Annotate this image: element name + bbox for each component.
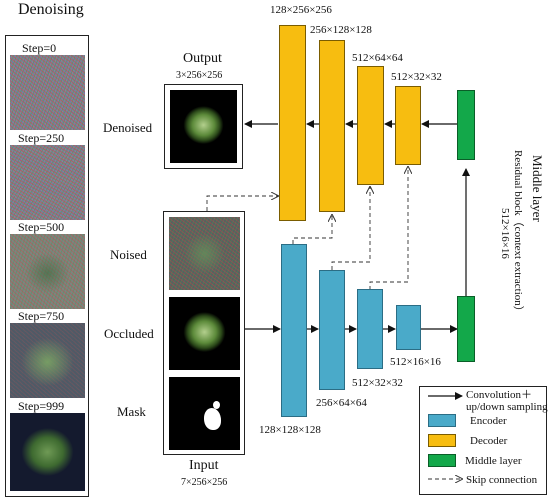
denoised-label: Denoised <box>103 120 153 135</box>
skip-enc1-to-dec2 <box>292 215 332 244</box>
skip-input-to-dec1 <box>206 196 278 211</box>
noise-image-step-0 <box>10 55 85 130</box>
legend-middle-swatch <box>428 454 456 467</box>
step-label-999: Step=999 <box>18 399 65 413</box>
middle-layer-title: Middle layer <box>530 155 545 222</box>
decoder-dims-2: 256×128×128 <box>310 24 372 36</box>
legend-decoder-swatch <box>428 434 456 447</box>
legend-decoder-text: Decoder <box>470 435 508 447</box>
skip-enc3-to-dec4 <box>369 167 408 290</box>
legend-box <box>419 386 547 495</box>
decoder-dims-1: 128×256×256 <box>270 4 332 16</box>
denoising-title: Denoising <box>18 1 84 18</box>
mask-blob <box>204 408 221 430</box>
input-box <box>163 211 245 455</box>
encoder-dims-3: 512×32×32 <box>352 377 403 389</box>
decoder-dims-3: 512×64×64 <box>352 52 403 64</box>
legend-skip-text: Skip connection <box>466 474 538 486</box>
mask-input-image <box>169 377 240 450</box>
input-title: Input <box>189 458 219 473</box>
decoder-block-4 <box>395 86 421 165</box>
encoder-block-3 <box>357 289 383 369</box>
occluded-input-image <box>169 297 240 370</box>
legend-encoder-text: Encoder <box>470 415 507 427</box>
denoising-panel <box>5 35 89 497</box>
occluded-label: Occluded <box>104 326 154 341</box>
middle-layer-subtitle: Residual block（context extraction） <box>512 150 524 317</box>
encoder-dims-2: 256×64×64 <box>316 397 367 409</box>
encoder-block-4 <box>396 305 421 350</box>
noise-image-step-999 <box>10 413 85 491</box>
skip-enc2-to-dec3 <box>331 187 370 270</box>
middle-block-bottom <box>457 296 475 362</box>
decoder-dims-4: 512×32×32 <box>391 71 442 83</box>
step-label-0: Step=0 <box>22 41 57 55</box>
middle-block-top <box>457 90 475 160</box>
mask-blob-top <box>213 401 220 409</box>
noised-label: Noised <box>110 247 147 262</box>
encoder-block-2 <box>319 270 345 390</box>
legend-middle-text: Middle layer <box>465 455 522 467</box>
step-label-750: Step=750 <box>18 309 65 323</box>
step-label-500: Step=500 <box>18 220 65 234</box>
output-box <box>164 84 243 169</box>
noise-image-step-500 <box>10 234 85 309</box>
decoder-block-2 <box>319 40 345 212</box>
noise-image-step-250 <box>10 145 85 220</box>
output-title: Output <box>183 51 222 66</box>
output-lettuce-image <box>170 90 237 163</box>
encoder-dims-1: 128×128×128 <box>259 424 321 436</box>
decoder-block-1 <box>279 25 306 221</box>
mask-label: Mask <box>117 404 146 419</box>
output-dims: 3×256×256 <box>176 70 223 81</box>
decoder-block-3 <box>357 66 384 185</box>
middle-layer-dims: 512×16×16 <box>499 208 511 259</box>
legend-conv-text: Convolution＋ up/down sampling <box>466 389 548 413</box>
encoder-block-1 <box>281 244 307 417</box>
step-label-250: Step=250 <box>18 131 65 145</box>
legend-encoder-swatch <box>428 414 456 427</box>
noise-image-step-750 <box>10 323 85 398</box>
input-dims: 7×256×256 <box>181 477 228 488</box>
noised-input-image <box>169 217 240 290</box>
encoder-dims-4: 512×16×16 <box>390 356 441 368</box>
